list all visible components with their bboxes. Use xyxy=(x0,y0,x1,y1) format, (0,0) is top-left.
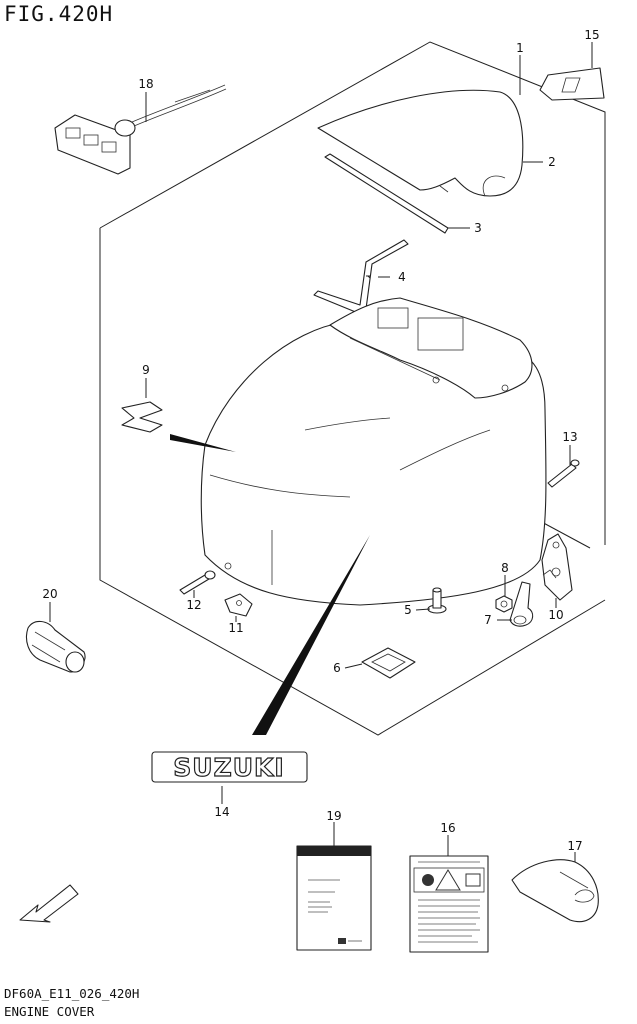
callout-15: 15 xyxy=(584,28,599,42)
callout-9: 9 xyxy=(142,363,150,377)
callout-11: 11 xyxy=(228,621,243,635)
callout-1: 1 xyxy=(516,41,524,55)
clip-part-11[interactable] xyxy=(224,593,253,617)
pin-part-12[interactable] xyxy=(179,562,232,595)
latch-bracket-part-10[interactable] xyxy=(541,533,573,601)
callout-13: 13 xyxy=(562,430,577,444)
fwd-arrow: FWD xyxy=(19,884,79,923)
callout-5: 5 xyxy=(404,603,412,617)
grommet-part[interactable] xyxy=(25,620,86,673)
engine-cover-body[interactable] xyxy=(200,297,547,606)
pin-part-13[interactable] xyxy=(547,459,580,488)
figure-title: FIG.420H xyxy=(4,2,114,26)
callout-2: 2 xyxy=(548,155,556,169)
figure-code: DF60A_E11_026_420H xyxy=(4,986,140,1001)
suzuki-decal-part[interactable]: SUZUKI xyxy=(151,751,308,783)
start-handle-part[interactable] xyxy=(54,84,227,175)
callout-6: 6 xyxy=(333,661,341,675)
figure-caption: ENGINE COVER xyxy=(4,1004,95,1019)
leader-lines xyxy=(49,42,593,862)
nut-part-8[interactable] xyxy=(495,595,513,613)
callout-labels: 1 2 3 4 5 6 7 8 9 10 11 12 13 14 15 16 1… xyxy=(42,28,599,853)
emblem-pointer xyxy=(170,434,236,452)
callout-20: 20 xyxy=(42,587,57,601)
callout-18: 18 xyxy=(138,77,153,91)
callout-3: 3 xyxy=(474,221,482,235)
callout-7: 7 xyxy=(484,613,492,627)
callout-12: 12 xyxy=(186,598,201,612)
top-cap-part[interactable] xyxy=(317,89,524,197)
plate-part[interactable] xyxy=(539,67,605,101)
suzuki-logo-text: SUZUKI xyxy=(173,753,284,782)
assembly-frame-lower xyxy=(99,228,606,736)
warning-label-part[interactable] xyxy=(409,855,489,953)
assembly-frame xyxy=(99,41,606,545)
owners-manual-part[interactable] xyxy=(296,845,372,951)
callout-16: 16 xyxy=(440,821,455,835)
callout-17: 17 xyxy=(567,839,582,853)
callout-4: 4 xyxy=(398,270,406,284)
callout-14: 14 xyxy=(214,805,229,819)
tool-bag-part[interactable] xyxy=(511,859,599,923)
callout-19: 19 xyxy=(326,809,341,823)
callout-10: 10 xyxy=(548,608,563,622)
seal-ring-part-6[interactable] xyxy=(361,647,416,679)
logo-pointer xyxy=(252,535,370,735)
hook-part-7[interactable] xyxy=(509,581,534,627)
callout-8: 8 xyxy=(501,561,509,575)
emblem-s-part[interactable] xyxy=(121,401,163,433)
